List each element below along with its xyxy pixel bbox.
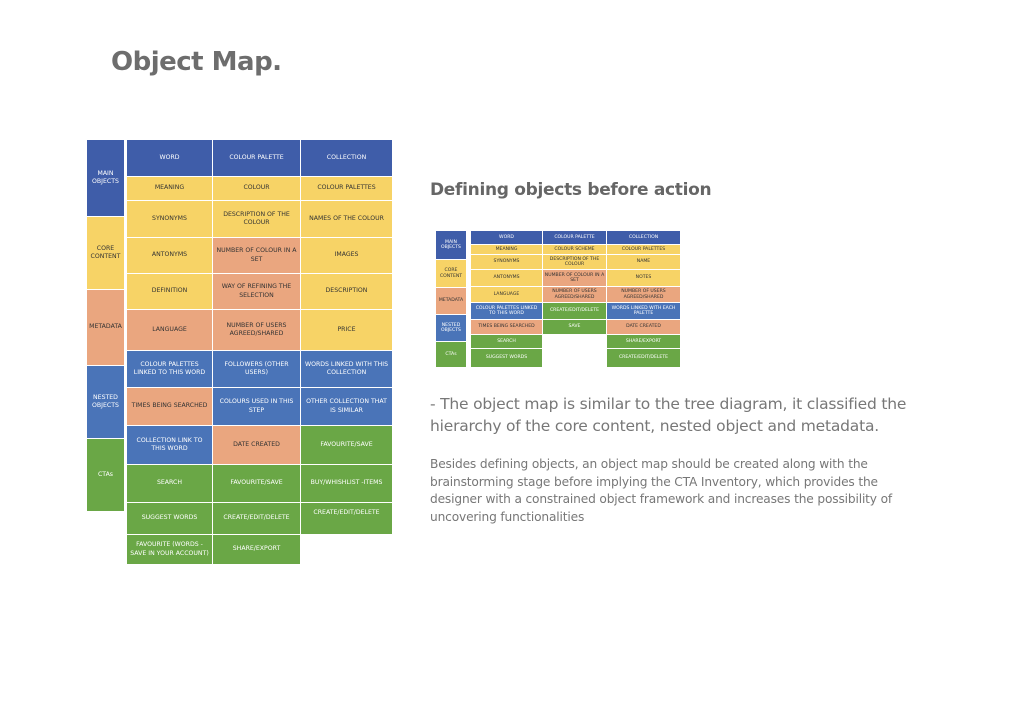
map-cell: CREATE/EDIT/DELETE (543, 303, 607, 320)
map-cell: FOLLOWERS (OTHER USERS) (213, 351, 301, 388)
map-cell: BUY/WHISHLIST -ITEMS (301, 465, 393, 503)
map-cell: OTHER COLLECTION THAT IS SIMILAR (301, 388, 393, 426)
map-cell: DATE CREATED (213, 426, 301, 465)
map-cell: TIMES BEING SEARCHED (471, 320, 543, 335)
map-cell: MEANING (471, 245, 543, 255)
map-cell: COLLECTION (607, 231, 681, 245)
map-cell: NAMES OF THE COLOUR (301, 201, 393, 238)
map-cell: CREATE/EDIT/DELETE (213, 503, 301, 535)
map-cell: SEARCH (471, 335, 543, 349)
map-cell: ANTONYMS (127, 238, 213, 274)
map-cell: FAVOURITE/SAVE (301, 426, 393, 465)
map-cell: WORD (471, 231, 543, 245)
map-cell: FAVOURITE (WORDS - SAVE IN YOUR ACCOUNT) (127, 535, 213, 565)
map-cell: COLOUR PALETTE (543, 231, 607, 245)
map-cell: COLOUR PALETTE (213, 140, 301, 177)
map-cell: DATE CREATED (607, 320, 681, 335)
map-cell: COLOUR PALETTES LINKED TO THIS WORD (471, 303, 543, 320)
map-cell: COLOUR SCHEME (543, 245, 607, 255)
map-cell: LANGUAGE (127, 310, 213, 351)
map-cell: WORD (127, 140, 213, 177)
map-cell: WAY OF REFINING THE SELECTION (213, 274, 301, 310)
map-cell: SEARCH (127, 465, 213, 503)
map-cell: COLOUR PALETTES (607, 245, 681, 255)
category-main-objects: MAIN OBJECTS (87, 140, 125, 217)
category-ctas: CTAs (87, 439, 125, 512)
map-cell: SHARE/EXPORT (607, 335, 681, 349)
map-cell: MEANING (127, 177, 213, 201)
category-nested-objects: NESTED OBJECTS (87, 366, 125, 439)
category-metadata: METADATA (436, 288, 467, 315)
map-cell: COLOUR PALETTES LINKED TO THIS WORD (127, 351, 213, 388)
map-cell: WORDS LINKED WITH EACH PALETTE (607, 303, 681, 320)
map-cell: COLOUR PALETTES (301, 177, 393, 201)
map-cell: DEFINITION (127, 274, 213, 310)
map-cell: SAVE (543, 320, 607, 335)
map-cell: IMAGES (301, 238, 393, 274)
map-cell: NUMBER OF COLOUR IN A SET (213, 238, 301, 274)
map-cell: ANTONYMS (471, 270, 543, 287)
map-cell: DESCRIPTION OF THE COLOUR (213, 201, 301, 238)
map-cell: SYNONYMS (127, 201, 213, 238)
map-cell: SUGGEST WORDS (127, 503, 213, 535)
map-cell: WORDS LINKED WITH THIS COLLECTION (301, 351, 393, 388)
map-cell: NUMBER OF USERS AGREED/SHARED (543, 287, 607, 303)
map-cell: SUGGEST WORDS (471, 349, 543, 368)
category-core-content: CORE CONTENT (436, 260, 467, 288)
page-title: Object Map. (111, 47, 282, 77)
lead-paragraph: - The object map is similar to the tree … (430, 395, 907, 435)
body-paragraph: Besides defining objects, an object map … (430, 457, 893, 524)
map-cell: COLOURS USED IN THIS STEP (213, 388, 301, 426)
category-ctas: CTAs (436, 342, 467, 368)
map-cell: DESCRIPTION (301, 274, 393, 310)
map-cell: NUMBER OF USERS AGREED/SHARED (213, 310, 301, 351)
map-cell: SYNONYMS (471, 255, 543, 270)
map-cell: CREATE/EDIT/DELETE (301, 503, 393, 535)
map-cell: COLLECTION LINK TO THIS WORD (127, 426, 213, 465)
map-cell: CREATE/EDIT/DELETE (607, 349, 681, 368)
map-cell: DESCRIPTION OF THE COLOUR (543, 255, 607, 270)
map-cell: SHARE/EXPORT (213, 535, 301, 565)
map-cell: NAME (607, 255, 681, 270)
map-cell: NOTES (607, 270, 681, 287)
map-cell: NUMBER OF USERS AGREED/SHARED (607, 287, 681, 303)
map-cell: TIMES BEING SEARCHED (127, 388, 213, 426)
map-cell: NUMBER OF COLOUR IN A SET (543, 270, 607, 287)
category-core-content: CORE CONTENT (87, 217, 125, 290)
category-nested-objects: NESTED OBJECTS (436, 315, 467, 342)
map-cell: FAVOURITE/SAVE (213, 465, 301, 503)
map-cell: PRICE (301, 310, 393, 351)
map-cell: COLLECTION (301, 140, 393, 177)
category-metadata: METADATA (87, 290, 125, 366)
map-cell: LANGUAGE (471, 287, 543, 303)
map-cell: COLOUR (213, 177, 301, 201)
section-heading: Defining objects before action (430, 180, 712, 200)
category-main-objects: MAIN OBJECTS (436, 231, 467, 260)
